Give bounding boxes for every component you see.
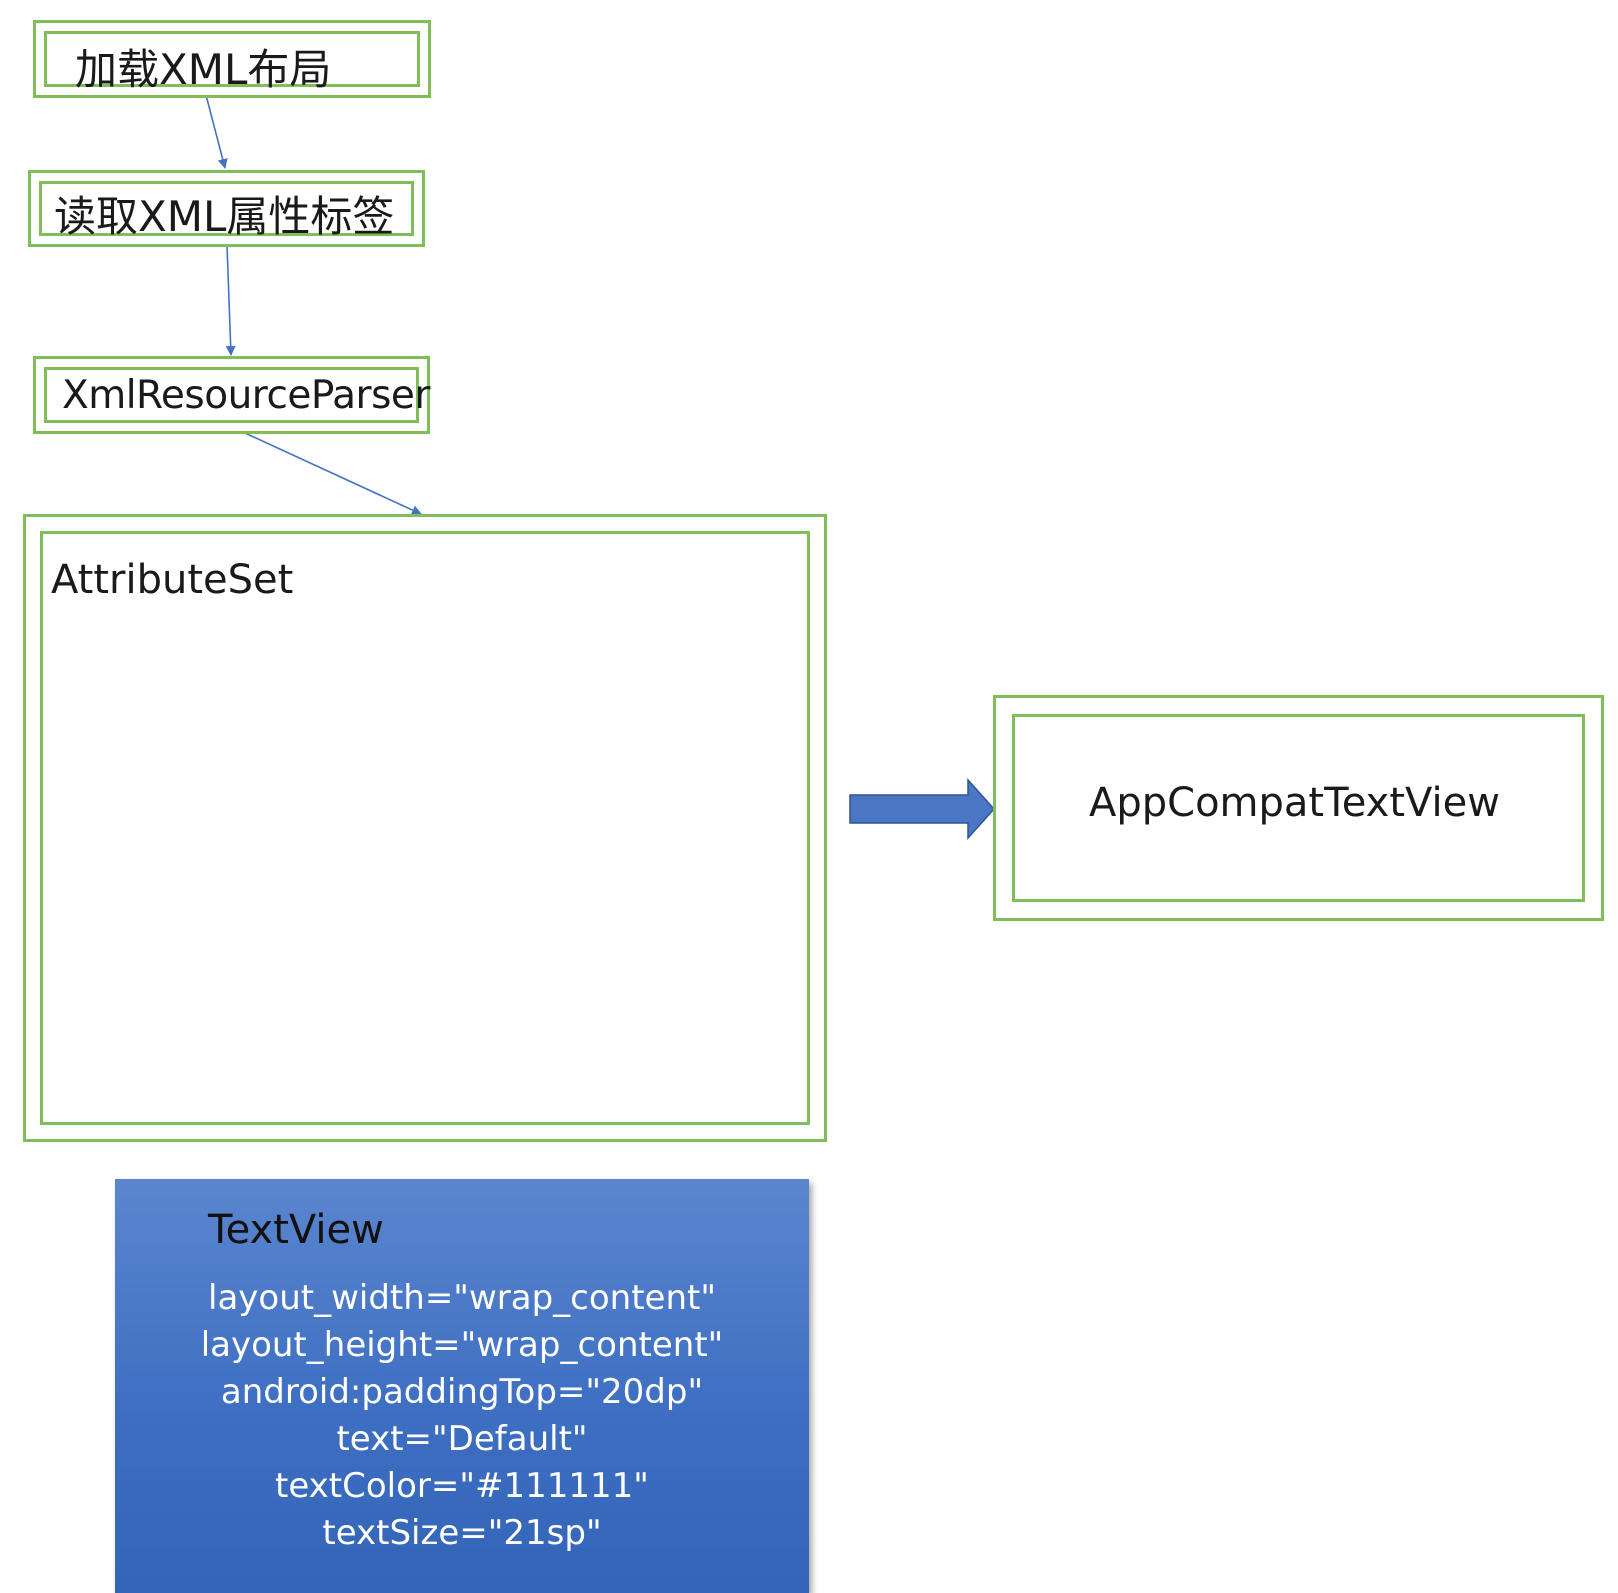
textview-title: TextView — [208, 1207, 384, 1253]
block-arrow-to-appcompat — [849, 778, 996, 840]
textview-attribute: layout_width="wrap_content" — [208, 1278, 716, 1318]
read-attrs-label: 读取XML属性标签 — [54, 192, 395, 241]
appcompat-inner-border — [1012, 714, 1585, 902]
read-attrs-node: 读取XML属性标签 — [28, 170, 425, 247]
load-xml-label: 加载XML布局 — [75, 45, 332, 94]
connectors — [205, 94, 996, 840]
arrow-parser-to-attributeset — [220, 421, 422, 515]
textview-panel: TextView layout_width="wrap_content" lay… — [115, 1179, 809, 1593]
textview-attribute: text="Default" — [336, 1419, 588, 1459]
textview-attribute: android:paddingTop="20dp" — [220, 1372, 704, 1412]
load-xml-inner-border — [44, 31, 420, 87]
parser-node: XmlResourceParser — [33, 356, 430, 434]
textview-attribute-list: layout_width="wrap_content" layout_heigh… — [115, 1275, 809, 1557]
textview-attribute: layout_height="wrap_content" — [200, 1325, 724, 1365]
parser-label: XmlResourceParser — [62, 373, 430, 418]
read-attrs-inner-border — [39, 181, 414, 236]
parser-inner-border — [44, 367, 419, 423]
appcompat-label: AppCompatTextView — [1089, 780, 1500, 826]
appcompat-textview-node: AppCompatTextView — [993, 695, 1604, 921]
arrow-load-to-read — [205, 94, 228, 169]
arrow-read-to-parser — [225, 244, 236, 356]
textview-attribute: textColor="#111111" — [275, 1466, 649, 1506]
attribute-set-inner-border — [40, 531, 810, 1125]
textview-attribute: textSize="21sp" — [322, 1513, 602, 1553]
attribute-set-node: AttributeSet TextView layout_width="wrap… — [23, 514, 827, 1593]
load-xml-node: 加载XML布局 — [33, 20, 431, 98]
attribute-set-label: AttributeSet — [51, 557, 294, 603]
